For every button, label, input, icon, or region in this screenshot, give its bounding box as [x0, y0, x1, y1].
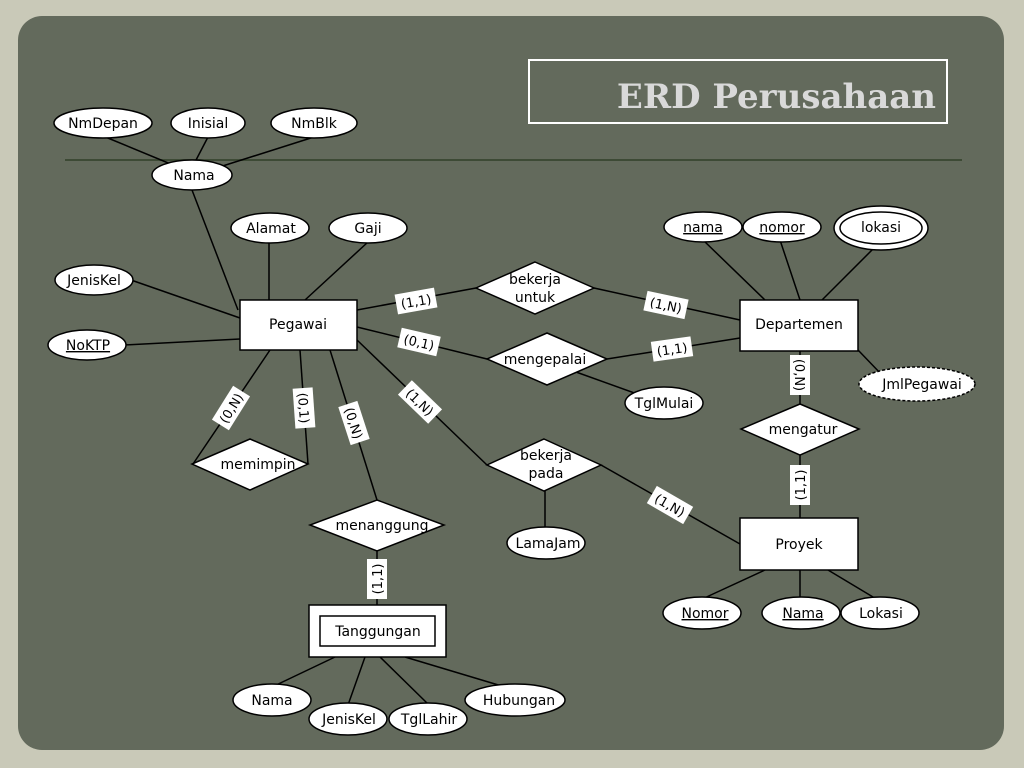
attribute-noktp: NoKTP	[47, 329, 127, 361]
svg-text:(1,1): (1,1)	[371, 564, 386, 595]
svg-text:NmDepan: NmDepan	[68, 116, 138, 132]
svg-text:(1,1): (1,1)	[794, 470, 809, 501]
cardinality-dep-mengepalai: (1,1)	[650, 336, 694, 362]
relationship-mengepalai: mengepalai	[485, 332, 609, 386]
svg-text:(0,N): (0,N)	[791, 359, 806, 391]
svg-text:TglMulai: TglMulai	[634, 396, 694, 412]
svg-text:Nama: Nama	[173, 168, 214, 184]
slide-panel	[18, 16, 1004, 750]
attribute-nama-departemen: nama	[663, 211, 743, 243]
slide-title: ERD Perusahaan	[617, 77, 936, 117]
attribute-jeniskel-pegawai: JenisKel	[54, 264, 134, 296]
attribute-tglmulai: TglMulai	[624, 386, 704, 420]
key-attribute-label: NoKTP	[66, 338, 110, 354]
relationship-menanggung: menanggung	[307, 499, 447, 552]
attribute-lamajam: LamaJam	[506, 526, 586, 560]
svg-text:Hubungan: Hubungan	[483, 693, 555, 709]
svg-text:Alamat: Alamat	[246, 221, 296, 237]
relationship-memimpin: memimpin	[190, 438, 310, 491]
attribute-nmdepan: NmDepan	[53, 107, 153, 139]
svg-text:JenisKel: JenisKel	[66, 273, 121, 289]
cardinality-peg-menanggung: (0,N)	[338, 400, 370, 446]
attribute-jmlpegawai: JmlPegawai	[858, 366, 976, 402]
svg-text:Lokasi: Lokasi	[859, 606, 903, 622]
attribute-nomor-proyek: Nomor	[662, 596, 742, 630]
entity-proyek: Proyek	[739, 517, 859, 571]
svg-text:Nama: Nama	[251, 693, 292, 709]
attribute-nomor-departemen: nomor	[742, 211, 822, 243]
derived-attribute-label: JmlPegawai	[881, 377, 962, 393]
svg-text:(1,1): (1,1)	[400, 292, 433, 312]
attribute-gaji: Gaji	[328, 212, 408, 244]
cardinality-peg-bekerja-untuk: (1,1)	[394, 287, 438, 315]
entity-label: Pegawai	[269, 317, 327, 333]
relationship-label: menanggung	[336, 518, 429, 534]
key-attribute-label: nama	[683, 220, 723, 236]
weak-entity-tanggungan: Tanggungan	[308, 604, 447, 658]
relationship-label-line2: pada	[529, 466, 564, 482]
attribute-nama-tanggungan: Nama	[232, 683, 312, 717]
key-attribute-label: nomor	[759, 220, 805, 236]
attribute-alamat: Alamat	[230, 212, 310, 244]
svg-text:Inisial: Inisial	[188, 116, 229, 132]
cardinality-proyek-bekerja-pada: (1,N)	[646, 485, 694, 525]
attribute-lokasi-proyek: Lokasi	[840, 596, 920, 630]
cardinality-dep-mengatur: (0,N)	[790, 355, 810, 395]
attribute-nmblk: NmBlk	[270, 107, 358, 139]
cardinality-proyek-mengatur: (1,1)	[790, 465, 810, 505]
attribute-hubungan: Hubungan	[464, 683, 566, 717]
entity-label: Tanggungan	[334, 624, 421, 640]
relationship-label: memimpin	[220, 457, 295, 473]
svg-text:(1,1): (1,1)	[656, 341, 689, 360]
svg-text:NmBlk: NmBlk	[291, 116, 338, 132]
key-attribute-label: Nomor	[682, 606, 729, 622]
relationship-label-line1: bekerja	[520, 448, 572, 464]
cardinality-tanggungan-menanggung: (1,1)	[367, 559, 387, 599]
entity-pegawai: Pegawai	[239, 299, 358, 351]
relationship-label-line2: untuk	[515, 290, 556, 306]
svg-text:LamaJam: LamaJam	[516, 536, 581, 552]
key-attribute-label: Nama	[782, 606, 823, 622]
relationship-label: mengepalai	[504, 352, 586, 368]
attribute-jeniskel-tanggungan: JenisKel	[308, 702, 388, 736]
entity-label: Departemen	[755, 317, 843, 333]
entity-label: Proyek	[775, 537, 823, 553]
attribute-inisial: Inisial	[170, 107, 246, 139]
attribute-nama-proyek: Nama	[761, 596, 841, 630]
entity-departemen: Departemen	[739, 299, 859, 352]
attribute-nama-pegawai: Nama	[151, 159, 233, 191]
relationship-label-line1: bekerja	[509, 272, 561, 288]
relationship-label: mengatur	[769, 422, 838, 438]
relationship-bekerja-untuk: bekerja untuk	[474, 261, 596, 315]
multivalued-attribute-label: lokasi	[861, 220, 901, 236]
cardinality-memimpin-b: (0,1)	[292, 387, 316, 429]
attribute-tgllahir: TglLahir	[388, 702, 468, 736]
svg-text:TglLahir: TglLahir	[400, 712, 457, 728]
svg-text:JenisKel: JenisKel	[321, 712, 376, 728]
svg-text:Gaji: Gaji	[354, 221, 381, 237]
svg-text:(1,N): (1,N)	[648, 296, 683, 317]
cardinality-peg-mengepalai: (0,1)	[397, 327, 441, 357]
title-box	[528, 59, 948, 124]
svg-text:(0,1): (0,1)	[294, 392, 311, 424]
svg-text:(0,1): (0,1)	[402, 333, 435, 355]
cardinality-dep-bekerja-untuk: (1,N)	[643, 290, 689, 320]
relationship-mengatur: mengatur	[739, 403, 861, 456]
relationship-bekerja-pada: bekerja pada	[485, 438, 603, 492]
cardinality-memimpin-a: (0,N)	[211, 385, 251, 431]
attribute-lokasi-departemen: lokasi	[833, 205, 929, 251]
